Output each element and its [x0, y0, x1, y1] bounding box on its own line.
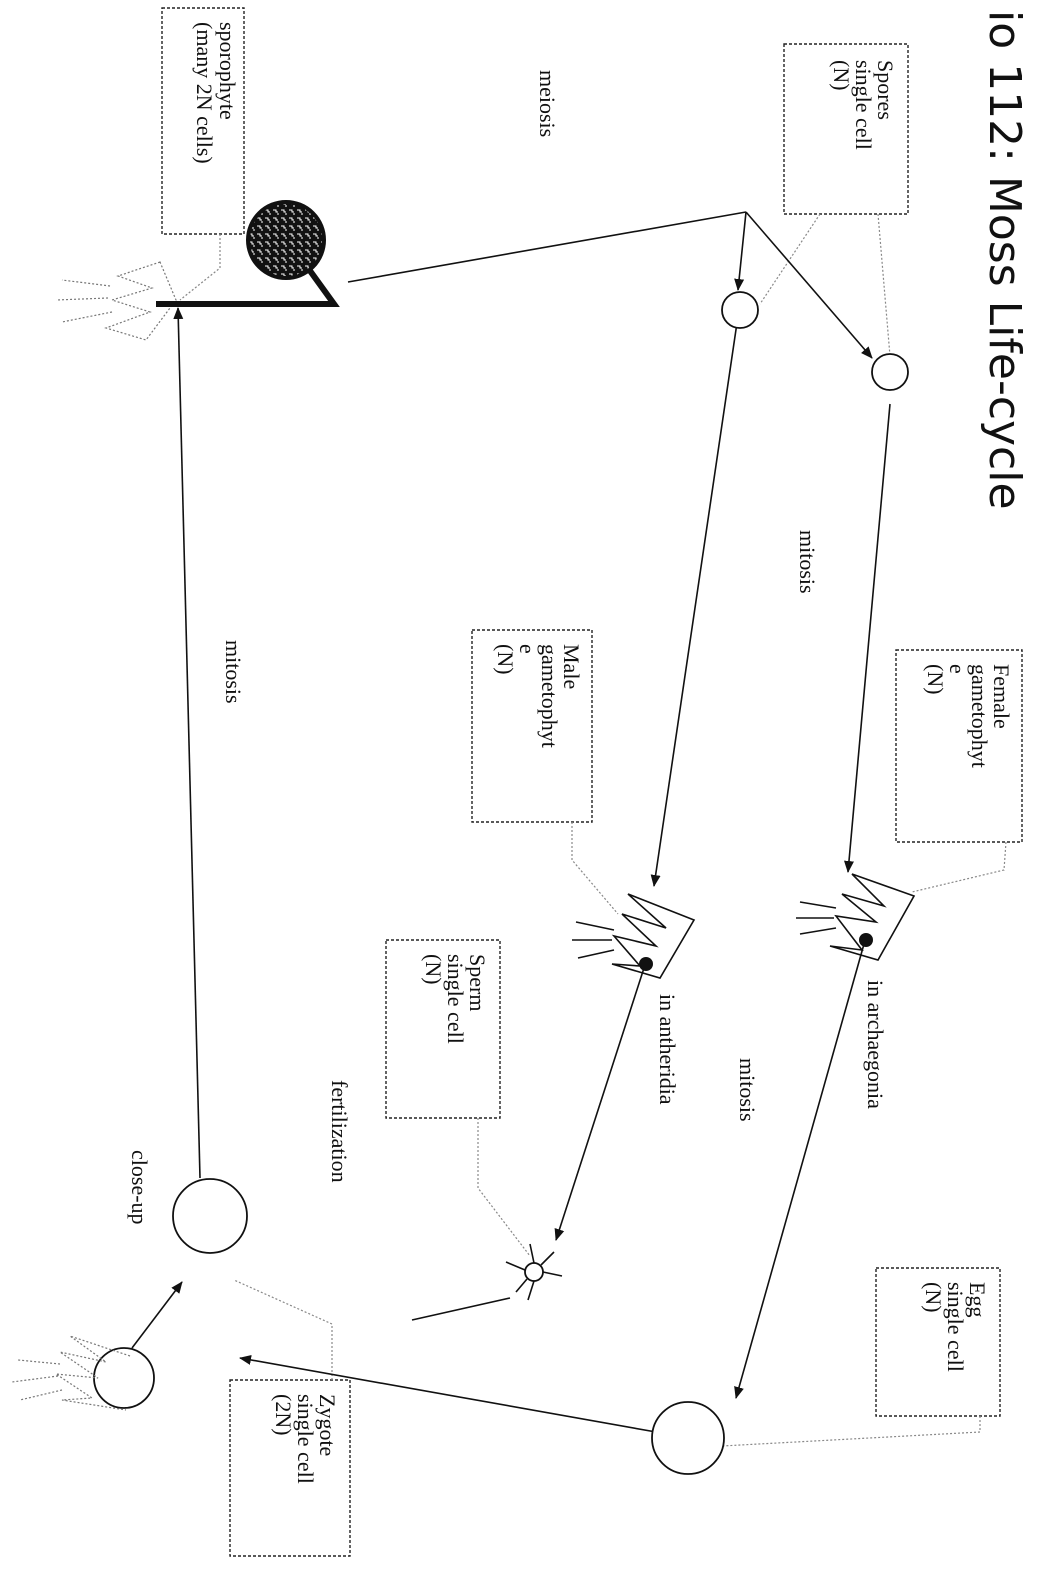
sperm-label-box: Sperm single cell (N)	[385, 939, 501, 1119]
in-antheridia-label: in antheridia	[655, 994, 680, 1105]
fertilization-label: fertilization	[327, 1080, 352, 1183]
cycle-arrows	[131, 211, 891, 1433]
sporophyte-plant	[55, 200, 340, 341]
svg-text:Female gametophyt: Female gametophyt e (N)	[923, 664, 1014, 773]
zygote-in-gametophyte	[93, 1347, 155, 1409]
spores-label-box: Spores single cell (N)	[783, 43, 909, 215]
page-title: io 112: Moss Life-cycle	[979, 10, 1030, 510]
male-gametophyte-plant	[572, 893, 696, 979]
mitosis-sporophyte-label: mitosis	[221, 640, 246, 704]
female-gametophyte-label-box: Female gametophyt e (N)	[895, 649, 1023, 843]
zygote-cell-closeup	[172, 1178, 248, 1254]
sporophyte-label-box: sporophyte (many 2N cells)	[161, 7, 245, 235]
svg-text:Egg single cell (N: Egg single cell (N)	[921, 1282, 990, 1377]
sperm-dot	[639, 957, 653, 971]
egg-cell	[651, 1401, 725, 1475]
svg-text:Male gametophyt e: Male gametophyt e (N)	[493, 644, 584, 753]
svg-text:Sperm single cell: Sperm single cell (N)	[421, 954, 490, 1049]
egg-dot	[859, 933, 873, 947]
egg-label-box: Egg single cell (N)	[875, 1267, 1001, 1417]
mitosis-gametes-label: mitosis	[735, 1058, 760, 1122]
sperm-cell	[505, 1243, 563, 1301]
svg-text:Spores single cell: Spores single cell (N)	[829, 60, 898, 155]
zygote-gametophyte-plant	[11, 1335, 131, 1411]
female-gametophyte-plant	[796, 873, 916, 961]
in-archaegonia-label: in archaegonia	[863, 980, 888, 1109]
svg-text:sporophyte (many 2N cell: sporophyte (many 2N cells)	[192, 22, 240, 164]
zygote-label-box: Zygote single cell (2N)	[229, 1379, 351, 1557]
mitosis-spores-label: mitosis	[795, 530, 820, 594]
dotted-leaders	[179, 213, 1007, 1447]
close-up-label: close-up	[127, 1150, 152, 1225]
spore-cell-male	[721, 291, 759, 329]
male-gametophyte-label-box: Male gametophyt e (N)	[471, 629, 593, 823]
spore-cell-female	[871, 353, 909, 391]
svg-text:Zygote single cell: Zygote single cell (2N)	[271, 1394, 340, 1489]
meiosis-label: meiosis	[535, 70, 560, 137]
